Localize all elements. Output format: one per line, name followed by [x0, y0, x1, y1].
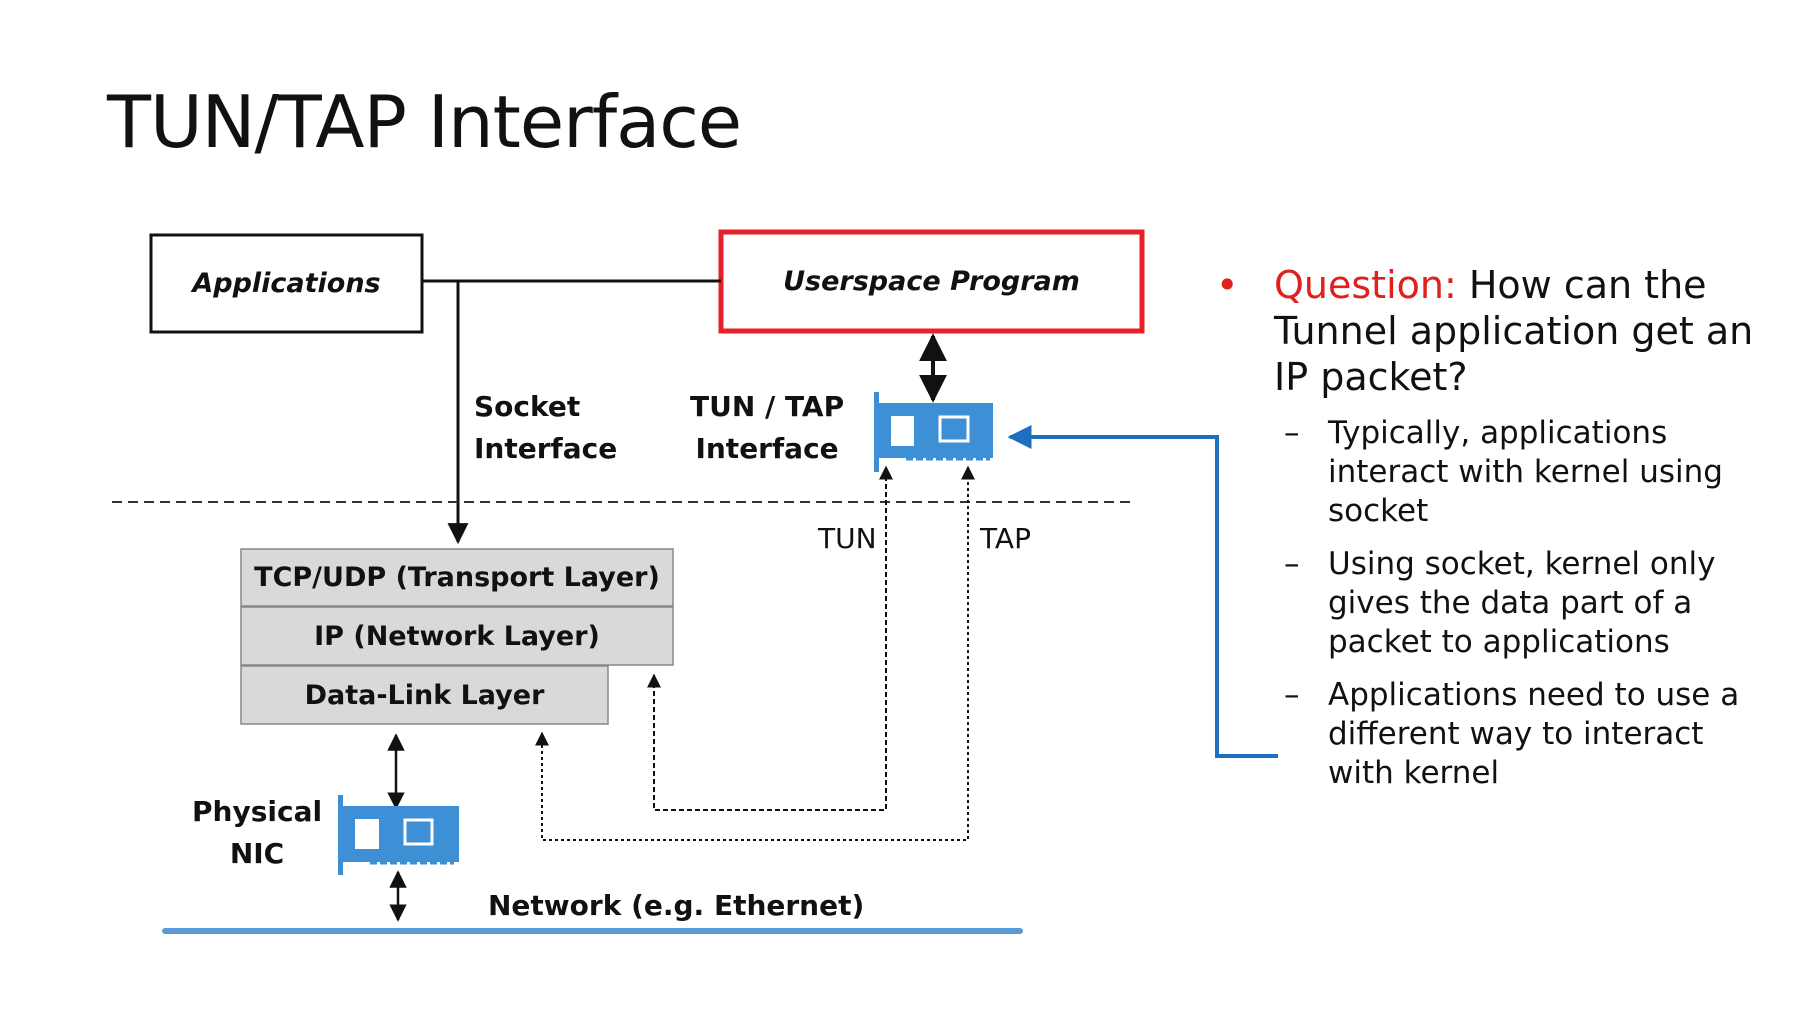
tun-path	[647, 465, 893, 811]
tuntap-label-line1: TUN / TAP	[690, 390, 845, 423]
transport-layer-label: TCP/UDP (Transport Layer)	[254, 562, 660, 593]
network-label: Network (e.g. Ethernet)	[488, 889, 865, 922]
physical-nic-label: Physical NIC	[192, 791, 322, 875]
applications-box	[149, 233, 424, 334]
sub-bullet-text: Applications need to use a different way…	[1328, 677, 1740, 791]
tap-path	[535, 465, 975, 841]
network-layer-label: IP (Network Layer)	[314, 620, 600, 652]
network-card-icon	[874, 392, 993, 472]
tuntap-label-line2: Interface	[695, 432, 839, 465]
sub-bullet-data-part: – Using socket, kernel only gives the da…	[1216, 545, 1748, 662]
sub-bullet-socket: – Typically, applications interact with …	[1216, 414, 1748, 531]
question-text: How can the Tunnel application get an IP…	[1274, 263, 1754, 399]
sub-bullet-text: Typically, applications interact with ke…	[1328, 415, 1723, 529]
bullet-dot-icon: •	[1216, 263, 1239, 307]
tun-label: TUN	[818, 522, 877, 555]
slide-title: TUN/TAP Interface	[107, 80, 742, 164]
dash-icon: –	[1284, 546, 1300, 582]
datalink-layer-label: Data-Link Layer	[304, 679, 545, 711]
tuntap-interface-label: TUN / TAP Interface	[690, 386, 844, 470]
question-bullet: • Question: How can the Tunnel applicati…	[1216, 262, 1776, 400]
bullet-list: • Question: How can the Tunnel applicati…	[1216, 262, 1776, 793]
dash-icon: –	[1284, 415, 1300, 451]
socket-label-line1: Socket	[474, 390, 581, 423]
applications-label: Applications	[192, 268, 381, 299]
pointer-arrow	[1007, 425, 1278, 758]
userspace-program-box	[718, 229, 1145, 334]
physical-label-line1: Physical	[192, 795, 323, 828]
socket-interface-label: Socket Interface	[474, 386, 617, 470]
sub-bullet-different-way: – Applications need to use a different w…	[1216, 676, 1748, 793]
physical-nic-icon	[338, 795, 459, 875]
tap-label: TAP	[980, 522, 1031, 555]
socket-label-line2: Interface	[474, 432, 618, 465]
question-label: Question:	[1274, 263, 1457, 307]
physical-label-line2: NIC	[229, 837, 285, 870]
sub-bullet-text: Using socket, kernel only gives the data…	[1328, 546, 1716, 660]
dash-icon: –	[1284, 677, 1300, 713]
userspace-program-label: Userspace Program	[783, 266, 1080, 297]
